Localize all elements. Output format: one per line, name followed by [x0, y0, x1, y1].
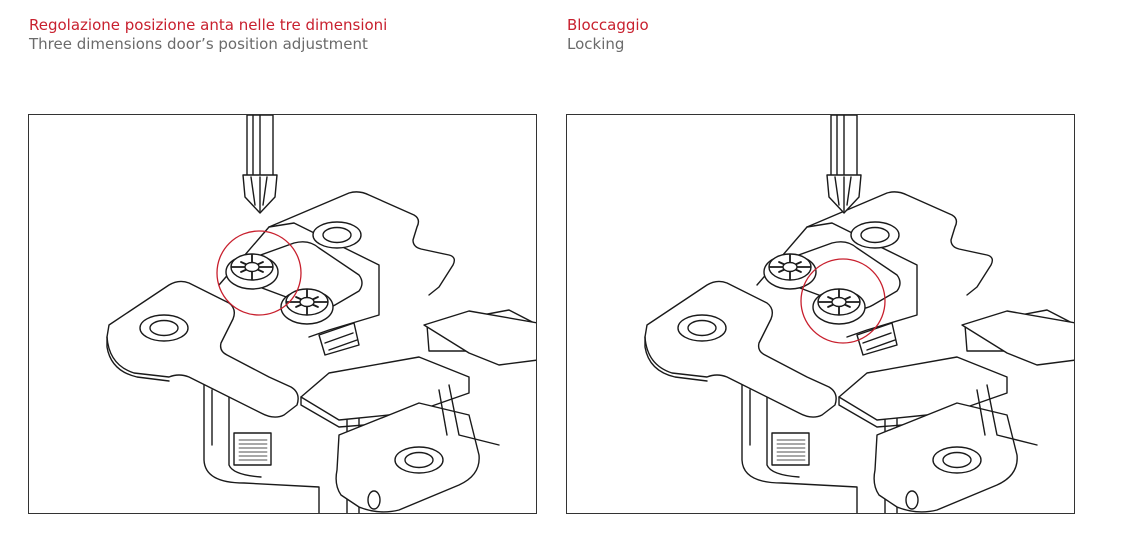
- left-hinge-illustration: [106, 115, 536, 513]
- spring-hatching: [238, 439, 268, 461]
- hinge-drawing: [644, 115, 1074, 513]
- rear-screw-icon: [763, 253, 817, 290]
- right-title-italian: Bloccaggio: [567, 16, 649, 34]
- rear-screw-icon: [225, 253, 279, 290]
- right-hinge-illustration: [644, 115, 1074, 513]
- highlight-circle: [800, 258, 886, 344]
- left-title-italian: Regolazione posizione anta nelle tre dim…: [29, 16, 388, 34]
- front-screw-icon: [280, 288, 334, 325]
- left-title-english: Three dimensions door’s position adjustm…: [29, 35, 368, 53]
- highlight-circle: [216, 230, 302, 316]
- left-diagram-panel: [28, 114, 537, 514]
- right-caption: Bloccaggio Locking: [567, 16, 649, 54]
- front-screw-icon: [812, 288, 866, 325]
- spring-hatching: [776, 439, 806, 461]
- right-diagram-panel: [566, 114, 1075, 514]
- screwdriver-icon: [826, 115, 862, 214]
- right-title-english: Locking: [567, 35, 625, 53]
- screwdriver-icon: [242, 115, 278, 214]
- left-caption: Regolazione posizione anta nelle tre dim…: [29, 16, 387, 54]
- hinge-drawing: [106, 115, 536, 513]
